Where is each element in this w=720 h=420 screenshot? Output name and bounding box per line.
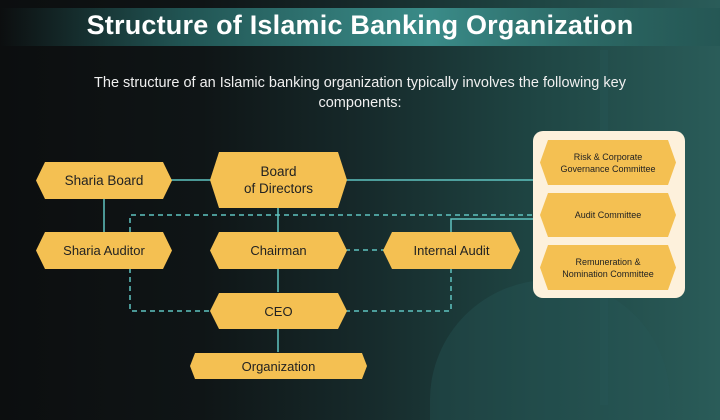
page-title: Structure of Islamic Banking Organizatio… bbox=[86, 10, 634, 40]
node-label: of Directors bbox=[243, 181, 314, 196]
node-organization: Organization bbox=[190, 353, 367, 379]
node-label: Sharia Auditor bbox=[63, 243, 145, 258]
node-label: Board bbox=[260, 164, 297, 179]
node-label: Remuneration & bbox=[575, 256, 641, 267]
node-board-of-directors: Board of Directors bbox=[210, 152, 347, 208]
node-label: Chairman bbox=[250, 243, 307, 258]
node-label: Internal Audit bbox=[413, 243, 490, 258]
node-label: Nomination Committee bbox=[562, 268, 654, 279]
node-sharia-board: Sharia Board bbox=[36, 162, 172, 199]
page-subtitle: The structure of an Islamic banking orga… bbox=[94, 75, 626, 111]
title-band bbox=[0, 8, 720, 46]
node-risk-governance-committee: Risk & Corporate Governance Committee bbox=[540, 140, 676, 185]
node-label: Organization bbox=[241, 358, 316, 374]
node-label: Risk & Corporate bbox=[573, 151, 643, 162]
node-label: Sharia Board bbox=[64, 173, 144, 188]
node-ceo: CEO bbox=[210, 293, 347, 329]
node-label: Audit Committee bbox=[574, 210, 642, 220]
connector-lines bbox=[103, 179, 540, 352]
node-internal-audit: Internal Audit bbox=[383, 232, 520, 269]
node-remuneration-nomination-committee: Remuneration & Nomination Committee bbox=[540, 245, 676, 290]
node-label: Governance Committee bbox=[560, 163, 656, 174]
node-audit-committee: Audit Committee bbox=[540, 193, 676, 237]
node-sharia-auditor: Sharia Auditor bbox=[36, 232, 172, 269]
node-chairman: Chairman bbox=[210, 232, 347, 269]
node-label: CEO bbox=[264, 303, 293, 319]
